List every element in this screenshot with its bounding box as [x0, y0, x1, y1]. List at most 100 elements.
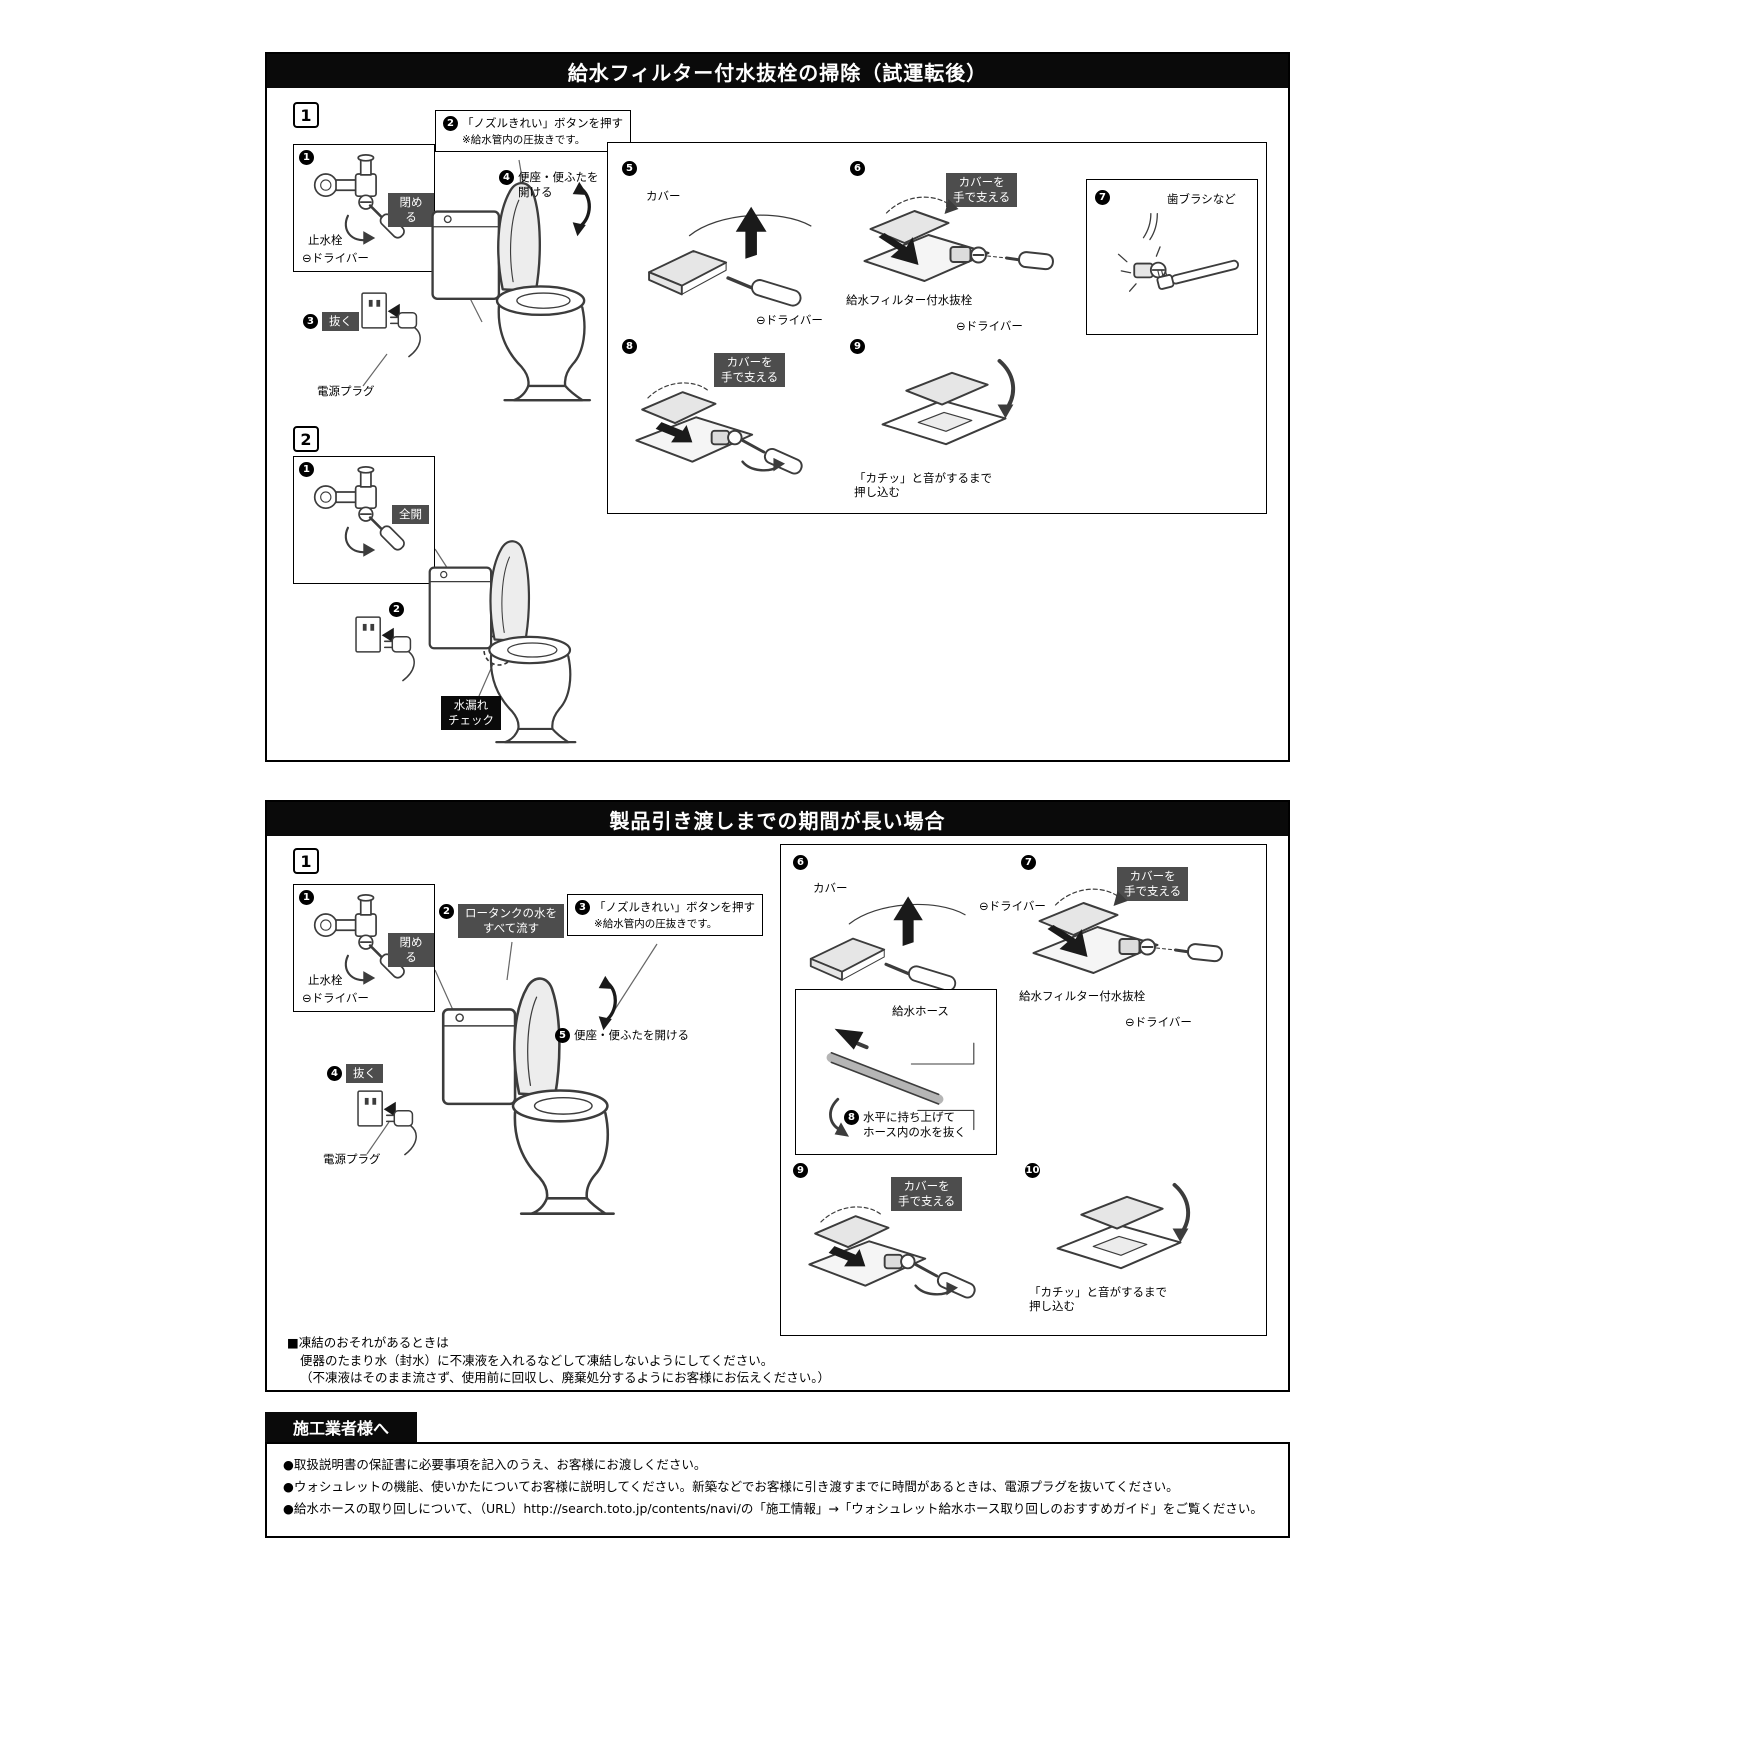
- contractor-bullet-3: ●給水ホースの取り回しについて、（URL）http://search.toto.…: [283, 1501, 1263, 1516]
- cover-close-illustration-s2: [1047, 1177, 1197, 1291]
- nozzle-callout-line-s2: 3 「ノズルきれい」ボタンを押す: [575, 899, 755, 915]
- driver-label-step6: ⊖ドライバー: [956, 319, 1023, 333]
- step-8-number: 8: [622, 339, 637, 354]
- driver-label-s2: ⊖ドライバー: [302, 991, 369, 1005]
- open-seat-step: 4 便座・便ふたを 開ける: [499, 170, 599, 200]
- driver-label-step5: ⊖ドライバー: [756, 313, 823, 327]
- cover-label-s2: カバー: [813, 881, 848, 895]
- step-7-number: 7: [1095, 190, 1110, 205]
- driver-label-step6-s2: ⊖ドライバー: [979, 899, 1046, 913]
- leak-check-badge: 水漏れ チェック: [441, 696, 501, 730]
- nozzle-callout-note: ※給水管内の圧抜きです。: [462, 134, 586, 146]
- plug-insert-illustration: [624, 369, 836, 509]
- nozzle-callout-note-s2: ※給水管内の圧抜きです。: [594, 918, 718, 930]
- stop-valve-inset-close: 1 閉める 止水栓 ⊖ドライバー: [293, 144, 435, 272]
- step-2-number: 2: [443, 115, 458, 131]
- hose-inset: 給水ホース 8 水平に持ち上げて ホース内の水を抜く: [795, 989, 997, 1155]
- contractor-bullets: ●取扱説明書の保証書に必要事項を記入のうえ、お客様にお渡しください。 ●ウォシュ…: [283, 1454, 1263, 1520]
- step-4-number: 4: [499, 170, 514, 185]
- close-badge-s2: 閉める: [388, 933, 434, 967]
- step-1-number-s2: 1: [299, 890, 314, 905]
- step-9-number: 9: [850, 339, 865, 354]
- step-7-number-s2: 7: [1021, 855, 1036, 870]
- cover-hold-illustration-s2: [1023, 881, 1228, 1031]
- unplug-step-s2: 4 抜く: [327, 1064, 383, 1083]
- lift-hose-step: 8 水平に持ち上げて ホース内の水を抜く: [844, 1110, 966, 1140]
- step-6-number: 6: [850, 161, 865, 176]
- unplug-step: 3 抜く: [303, 312, 359, 331]
- step-4-number-s2: 4: [327, 1065, 342, 1081]
- stop-valve-inset-s2: 1 閉める 止水栓 ⊖ドライバー: [293, 884, 435, 1012]
- contractor-tab-title: 施工業者様へ: [292, 1419, 389, 1438]
- contractor-tab: 施工業者様へ: [265, 1412, 417, 1442]
- step-block-1: 1: [293, 102, 319, 128]
- close-badge: 閉める: [388, 193, 434, 227]
- contractor-bullet-2: ●ウォシュレットの機能、使いかたについてお客様に説明してください。新築などでお客…: [283, 1479, 1179, 1494]
- section2-header: 製品引き渡しまでの期間が長い場合: [267, 802, 1288, 836]
- section2-title: 製品引き渡しまでの期間が長い場合: [609, 808, 946, 833]
- step-5-number-s2: 5: [555, 1028, 570, 1043]
- step-10-number-s2: 10: [1025, 1163, 1040, 1178]
- step-3-number: 3: [303, 313, 318, 329]
- nozzle-callout-s2: 3 「ノズルきれい」ボタンを押す ※給水管内の圧抜きです。: [567, 894, 763, 936]
- click-push-note-s2: 「カチッ」と音がするまで 押し込む: [1029, 1285, 1167, 1314]
- power-plug-illustration-2: [353, 614, 421, 686]
- cover-hold-illustration: [854, 189, 1059, 339]
- toothbrush-illustration: [1095, 210, 1251, 330]
- full-open-badge: 全開: [392, 505, 429, 524]
- contractor-notes-box: ●取扱説明書の保証書に必要事項を記入のうえ、お客様にお渡しください。 ●ウォシュ…: [265, 1442, 1290, 1538]
- section1-header: 給水フィルター付水抜栓の掃除（試運転後）: [267, 54, 1288, 88]
- plug-insert-illustration-s2: [797, 1193, 1009, 1333]
- step-8-number-s2: 8: [844, 1110, 859, 1125]
- power-plug-illustration-1: [359, 290, 427, 362]
- stop-valve-inset-open: 1 全開: [293, 456, 435, 584]
- freeze-line1: ■凍結のおそれがあるときは: [287, 1335, 449, 1350]
- filter-valve-label: 給水フィルター付水抜栓: [846, 293, 973, 307]
- hold-cover-badge-step7-s2: カバーを 手で支える: [1117, 867, 1189, 901]
- open-seat-label-s2: 便座・便ふたを開ける: [574, 1028, 689, 1043]
- nozzle-callout-text-s2: 「ノズルきれい」ボタンを押す: [594, 900, 755, 914]
- power-plug-label-1: 電源プラグ: [317, 384, 375, 398]
- open-seat-step-s2: 5 便座・便ふたを開ける: [555, 1028, 689, 1043]
- freeze-line3: （不凍液はそのまま流さず、使用前に回収し、廃棄処分するようにお客様にお伝えくださ…: [300, 1370, 831, 1385]
- hose-label: 給水ホース: [892, 1004, 949, 1018]
- power-plug-illustration-s2: [355, 1088, 423, 1160]
- power-plug-label-s2: 電源プラグ: [323, 1152, 381, 1166]
- hold-cover-badge-step8: カバーを 手で支える: [714, 353, 786, 387]
- nozzle-callout-s1: 2 「ノズルきれい」ボタンを押す ※給水管内の圧抜きです。: [435, 110, 631, 152]
- driver-label-step7-s2: ⊖ドライバー: [1125, 1015, 1192, 1029]
- hold-cover-badge-step6: カバーを 手で支える: [946, 173, 1018, 207]
- step-5-number: 5: [622, 161, 637, 176]
- stop-valve-label: 止水栓: [308, 233, 343, 247]
- seat-open-arrow-s2: [593, 974, 625, 1034]
- step-block-1-s2: 1: [293, 848, 319, 874]
- cover-pry-illustration: [634, 199, 824, 329]
- step-9-number-s2: 9: [793, 1163, 808, 1178]
- pull-badge: 抜く: [322, 312, 359, 331]
- step-block-2: 2: [293, 426, 319, 452]
- toothbrush-inset: 7 歯ブラシなど: [1086, 179, 1258, 335]
- cleaning-steps-box: 5 カバー ⊖ドライバー 6 カバーを 手で支える 給水フィルター付水抜栓 ⊖ド…: [607, 142, 1267, 514]
- section-long-handover: 製品引き渡しまでの期間が長い場合 1 1 閉める 止水栓 ⊖ドライバー 2: [265, 800, 1290, 1392]
- step-2-number-plugin: 2: [389, 602, 404, 617]
- step-3-number-s2: 3: [575, 899, 590, 915]
- hold-cover-badge-step9-s2: カバーを 手で支える: [891, 1177, 963, 1211]
- lift-hose-note: 水平に持ち上げて ホース内の水を抜く: [863, 1110, 966, 1139]
- section-filter-valve-cleaning: 給水フィルター付水抜栓の掃除（試運転後） 1 2 「ノズルきれい」ボタンを押す: [265, 52, 1290, 762]
- nozzle-callout-line: 2 「ノズルきれい」ボタンを押す: [443, 115, 623, 131]
- step-1-number-2: 1: [299, 462, 314, 477]
- filter-valve-label-s2: 給水フィルター付水抜栓: [1019, 989, 1146, 1003]
- toothbrush-label: 歯ブラシなど: [1167, 192, 1236, 206]
- freeze-line2: 便器のたまり水（封水）に不凍液を入れるなどして凍結しないようにしてください。: [300, 1352, 774, 1368]
- stop-valve-label-s2: 止水栓: [308, 973, 343, 987]
- drain-steps-box: 6 カバー ⊖ドライバー 7 カバーを 手で支える 給水フィルター付水抜栓 ⊖ド…: [780, 844, 1267, 1336]
- step-2-number-s2: 2: [439, 904, 454, 919]
- click-push-note: 「カチッ」と音がするまで 押し込む: [854, 471, 992, 500]
- open-seat-label: 便座・便ふたを 開ける: [518, 170, 599, 199]
- freeze-warning: ■凍結のおそれがあるときは 便器のたまり水（封水）に不凍液を入れるなどして凍結し…: [287, 1334, 830, 1387]
- cover-label: カバー: [646, 189, 681, 203]
- flush-tank-step: 2 ロータンクの水を すべて流す: [439, 904, 564, 938]
- nozzle-callout-text: 「ノズルきれい」ボタンを押す: [462, 116, 623, 130]
- step-6-number-s2: 6: [793, 855, 808, 870]
